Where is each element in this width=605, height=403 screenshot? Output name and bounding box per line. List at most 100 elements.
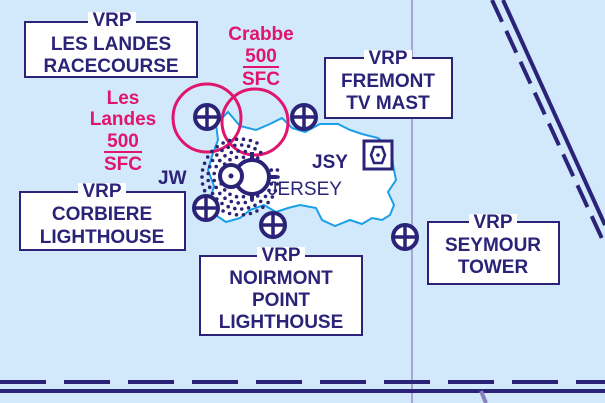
atz-dot — [263, 194, 268, 199]
atz-dot — [210, 191, 215, 196]
atz-dot — [207, 185, 212, 189]
svg-text:SFC: SFC — [242, 69, 280, 90]
atz-dot — [239, 207, 244, 211]
jsy-navaid-label: JSY — [312, 152, 348, 173]
atz-dot — [234, 194, 239, 199]
atz-dot — [200, 182, 205, 186]
vrp-seymour-tower-label[interactable]: VRP SEYMOUR TOWER — [427, 212, 560, 285]
svg-text:LIGHTHOUSE: LIGHTHOUSE — [219, 312, 344, 333]
vrp-fremont-marker-icon[interactable] — [290, 103, 318, 131]
atz-dot — [207, 165, 212, 169]
atz-dot — [220, 148, 224, 153]
atz-dot — [234, 137, 239, 141]
atz-dot — [266, 200, 270, 205]
svg-text:500: 500 — [107, 131, 139, 152]
atz-dot — [215, 153, 219, 157]
svg-text:TV MAST: TV MAST — [346, 93, 430, 114]
atz-dot — [241, 155, 246, 160]
atz-dot — [226, 204, 230, 209]
svg-text:FREMONT: FREMONT — [341, 71, 435, 92]
atz-dot — [227, 211, 232, 216]
svg-text:VRP: VRP — [92, 10, 131, 31]
atz-dot — [273, 188, 278, 193]
svg-text:Les: Les — [107, 88, 140, 109]
atz-dot — [229, 150, 234, 155]
atz-dot — [206, 178, 210, 183]
atz-dot — [215, 144, 219, 149]
vrp-corbiere-lighthouse-label[interactable]: VRP CORBIERE LIGHTHOUSE — [19, 181, 186, 251]
atz-dot — [234, 213, 239, 217]
atz-dot — [246, 144, 251, 148]
svg-text:NOIRMONT: NOIRMONT — [229, 268, 333, 289]
atz-dot — [234, 155, 239, 160]
vrp-corbiere-marker-icon[interactable] — [192, 194, 220, 222]
atz-dot — [210, 149, 214, 154]
atz-dot — [246, 206, 251, 210]
atz-dot — [218, 158, 222, 163]
crabbe-restricted-area — [220, 87, 290, 157]
atz-dot — [241, 137, 246, 141]
atz-dot — [275, 182, 280, 186]
atz-dot — [233, 206, 237, 211]
atz-dot — [276, 175, 280, 179]
atz-dot — [255, 141, 259, 145]
atz-dot — [229, 199, 234, 204]
atz-dot — [239, 143, 244, 147]
vrp-les-landes-marker-icon[interactable] — [193, 103, 221, 131]
vrp-noirmont-point-lighthouse-label[interactable]: VRP NOIRMONT POINT LIGHTHOUSE — [199, 245, 363, 336]
airspace-boundary-bottom — [0, 380, 605, 403]
airfield-icon — [218, 152, 277, 200]
les-landes-restricted-area — [171, 82, 243, 154]
svg-text:Landes: Landes — [90, 109, 157, 130]
svg-text:SFC: SFC — [104, 154, 142, 175]
atz-dot — [212, 171, 216, 176]
atz-dot — [222, 188, 227, 192]
vrp-les-landes-racecourse-label[interactable]: VRP LES LANDES RACECOURSE — [24, 10, 198, 78]
les-landes-restricted-label: Les Landes 500 SFC — [90, 88, 157, 175]
atz-dot — [210, 158, 215, 163]
svg-text:POINT: POINT — [252, 290, 310, 311]
svg-text:LES LANDES: LES LANDES — [51, 34, 171, 55]
atz-dot — [241, 213, 246, 217]
atz-dot — [206, 171, 210, 176]
atz-dot — [202, 188, 207, 193]
atz-dot — [267, 188, 271, 193]
atz-dot — [248, 138, 253, 143]
svg-text:VRP: VRP — [473, 212, 512, 233]
atz-dot — [200, 175, 204, 179]
crabbe-restricted-label: Crabbe 500 SFC — [228, 24, 293, 90]
svg-text:Crabbe: Crabbe — [228, 24, 293, 45]
atz-dot — [223, 196, 227, 200]
vrp-seymour-marker-icon[interactable] — [391, 223, 419, 251]
vrp-noirmont-marker-icon[interactable] — [259, 211, 287, 239]
atz-dot — [227, 138, 232, 143]
atz-dot — [228, 192, 232, 197]
atz-dot — [241, 194, 246, 199]
atz-dot — [261, 205, 265, 210]
svg-text:LIGHTHOUSE: LIGHTHOUSE — [40, 227, 165, 248]
vrp-fremont-tv-mast-label[interactable]: VRP FREMONT TV MAST — [324, 48, 453, 119]
atz-dot — [275, 168, 280, 172]
atz-dot — [212, 178, 216, 183]
atz-dot — [269, 168, 274, 172]
svg-text:VRP: VRP — [261, 245, 300, 266]
svg-text:VRP: VRP — [368, 48, 407, 69]
atz-dot — [258, 199, 263, 204]
atz-dot — [220, 201, 224, 206]
svg-text:VRP: VRP — [82, 181, 121, 202]
atz-dot — [226, 145, 230, 150]
atz-dot — [214, 164, 218, 169]
svg-text:SEYMOUR: SEYMOUR — [445, 235, 541, 256]
jw-airfield-label: JW — [158, 168, 187, 189]
atz-dot — [258, 150, 263, 155]
atz-dot — [200, 168, 205, 172]
svg-text:RACECOURSE: RACECOURSE — [43, 56, 178, 77]
svg-text:TOWER: TOWER — [458, 257, 529, 278]
svg-text:500: 500 — [245, 46, 277, 67]
island-name-label: JERSEY — [268, 179, 342, 200]
svg-text:CORBIERE: CORBIERE — [52, 204, 152, 225]
atz-dot — [253, 146, 257, 151]
atz-dot — [228, 157, 232, 162]
atz-dot — [233, 143, 237, 148]
